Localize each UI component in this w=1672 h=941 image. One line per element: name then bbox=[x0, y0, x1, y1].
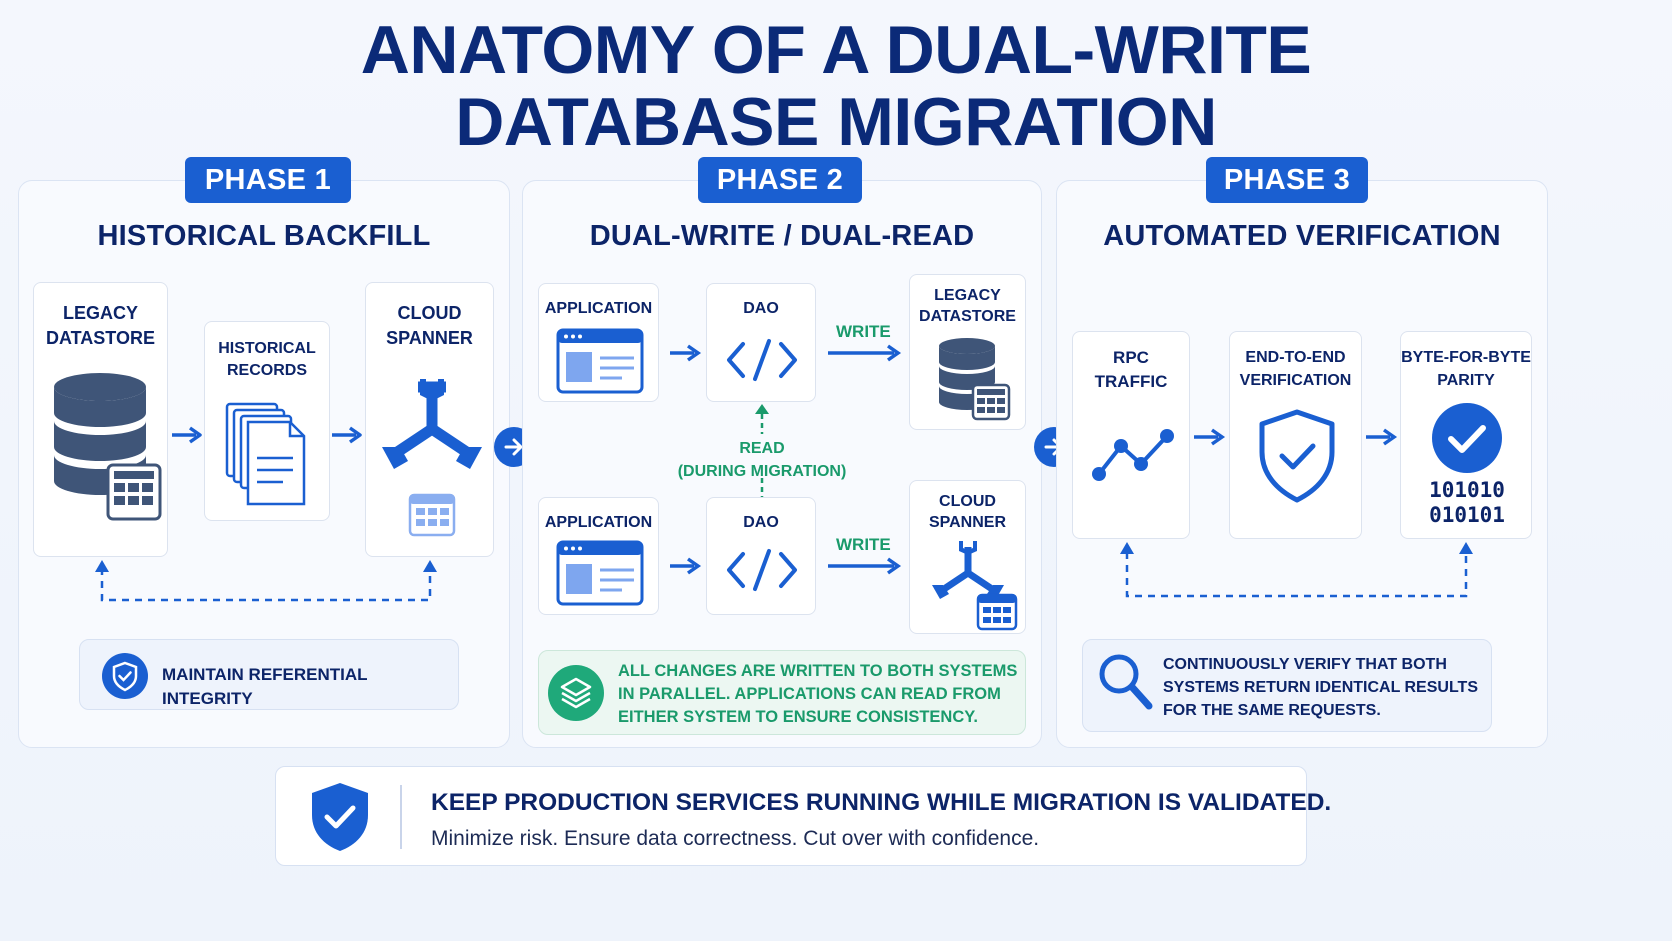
check-circle-icon bbox=[1432, 403, 1502, 473]
phase1-title: HISTORICAL BACKFILL bbox=[97, 220, 431, 252]
arrow-right-icon bbox=[172, 426, 202, 444]
database-icon bbox=[939, 338, 1011, 421]
magnifier-icon bbox=[1099, 654, 1153, 710]
dao-card-bottom: DAO bbox=[706, 497, 816, 615]
verification-note-line2: SYSTEMS RETURN IDENTICAL RESULTS bbox=[1163, 679, 1478, 696]
read-label-line2: (DURING MIGRATION) bbox=[677, 463, 847, 480]
spanner-label-line2: SPANNER bbox=[928, 514, 1007, 531]
application-card-top: APPLICATION bbox=[538, 283, 659, 402]
dual-write-note-line1: ALL CHANGES ARE WRITTEN TO BOTH SYSTEMS bbox=[618, 662, 1018, 680]
spanner-icon bbox=[382, 379, 482, 537]
database-icon bbox=[54, 373, 162, 521]
read-label-line1: READ bbox=[739, 440, 785, 457]
footer-callout: KEEP PRODUCTION SERVICES RUNNING WHILE M… bbox=[275, 766, 1331, 866]
write-label-bottom: WRITE bbox=[836, 535, 891, 554]
arrow-right-icon bbox=[670, 344, 702, 362]
parity-label-line2: PARITY bbox=[1437, 372, 1495, 389]
dao-label: DAO bbox=[743, 300, 779, 317]
dashed-connector bbox=[1120, 542, 1473, 598]
code-icon bbox=[727, 339, 797, 381]
phase3-badge: PHASE 3 bbox=[1206, 157, 1368, 203]
footer-divider bbox=[400, 785, 402, 849]
binary-line2: 010101 bbox=[1429, 503, 1505, 527]
page-title-line1: ANATOMY OF A DUAL-WRITE bbox=[360, 12, 1312, 88]
dual-write-note-line3: EITHER SYSTEM TO ENSURE CONSISTENCY. bbox=[618, 708, 979, 726]
legacy-datastore-label-line2: DATASTORE bbox=[45, 328, 155, 348]
cloud-spanner-card: CLOUD SPANNER bbox=[365, 282, 494, 557]
cloud-spanner-label-line2: SPANNER bbox=[386, 328, 473, 348]
phase2-title: DUAL-WRITE / DUAL-READ bbox=[589, 220, 975, 252]
phase1-badge: PHASE 1 bbox=[185, 157, 351, 203]
e2e-label-line1: END-TO-END bbox=[1245, 349, 1346, 366]
historical-records-label-line1: HISTORICAL bbox=[218, 340, 316, 357]
binary-line1: 101010 bbox=[1429, 478, 1505, 502]
footer-subline: Minimize risk. Ensure data correctness. … bbox=[431, 827, 1040, 850]
documents-icon bbox=[225, 402, 306, 506]
dual-write-note: ALL CHANGES ARE WRITTEN TO BOTH SYSTEMS … bbox=[538, 650, 1026, 735]
arrow-right-icon bbox=[1366, 428, 1398, 446]
phase2-badge: PHASE 2 bbox=[698, 157, 862, 203]
cloud-spanner-label-line1: CLOUD bbox=[397, 303, 462, 323]
byte-parity-card: BYTE-FOR-BYTE PARITY 101010 010101 bbox=[1400, 331, 1532, 539]
page-title: ANATOMY OF A DUAL-WRITE DATABASE MIGRATI… bbox=[0, 14, 1672, 158]
app-window-icon bbox=[556, 540, 644, 606]
read-label: READ (DURING MIGRATION) bbox=[662, 437, 862, 483]
layers-icon bbox=[548, 665, 604, 721]
verification-note: CONTINUOUSLY VERIFY THAT BOTH SYSTEMS RE… bbox=[1082, 639, 1492, 732]
spanner-icon bbox=[932, 541, 1018, 631]
spanner-label-line1: CLOUD bbox=[939, 493, 996, 510]
legacy-datastore-label-line1: LEGACY bbox=[62, 303, 138, 323]
application-label: APPLICATION bbox=[544, 514, 653, 531]
historical-records-label-line2: RECORDS bbox=[226, 362, 307, 379]
legacy-label-line1: LEGACY bbox=[934, 287, 1001, 304]
dashed-connector bbox=[95, 560, 437, 602]
page-title-line2: DATABASE MIGRATION bbox=[455, 84, 1217, 160]
rpc-label-line2: TRAFFIC bbox=[1094, 372, 1168, 391]
verification-note-line3: FOR THE SAME REQUESTS. bbox=[1163, 702, 1381, 719]
dao-card-top: DAO bbox=[706, 283, 816, 402]
line-chart-icon bbox=[1092, 429, 1174, 481]
verification-note-line1: CONTINUOUSLY VERIFY THAT BOTH bbox=[1163, 656, 1447, 673]
rpc-label-line1: RPC bbox=[1113, 348, 1149, 367]
arrow-right-icon bbox=[828, 344, 902, 362]
read-dashed-connector bbox=[755, 404, 769, 498]
referential-integrity-note: MAINTAIN REFERENTIAL INTEGRITY bbox=[79, 639, 459, 710]
application-label: APPLICATION bbox=[544, 300, 653, 317]
app-window-icon bbox=[556, 328, 644, 394]
referential-integrity-text: MAINTAIN REFERENTIAL INTEGRITY bbox=[162, 665, 368, 708]
arrow-right-icon bbox=[332, 426, 362, 444]
legacy-label-line2: DATASTORE bbox=[919, 308, 1016, 325]
dao-label: DAO bbox=[743, 514, 779, 531]
shield-check-icon bbox=[312, 783, 368, 851]
cloud-spanner-card-phase2: CLOUD SPANNER bbox=[909, 480, 1026, 634]
legacy-datastore-card-phase2: LEGACY DATASTORE bbox=[909, 274, 1026, 430]
shield-check-icon bbox=[102, 653, 148, 699]
legacy-datastore-card: LEGACY DATASTORE bbox=[33, 282, 168, 557]
e2e-verification-card: END-TO-END VERIFICATION bbox=[1229, 331, 1362, 539]
arrow-right-icon bbox=[670, 557, 702, 575]
arrow-right-icon bbox=[828, 557, 902, 575]
historical-records-card: HISTORICAL RECORDS bbox=[204, 321, 330, 521]
verification-note-text: CONTINUOUSLY VERIFY THAT BOTH SYSTEMS RE… bbox=[1163, 653, 1478, 722]
footer-headline: KEEP PRODUCTION SERVICES RUNNING WHILE M… bbox=[431, 789, 1332, 816]
dual-write-note-line2: IN PARALLEL. APPLICATIONS CAN READ FROM bbox=[618, 685, 1001, 703]
write-label-top: WRITE bbox=[836, 322, 891, 341]
shield-check-icon bbox=[1259, 409, 1335, 503]
phase3-title: AUTOMATED VERIFICATION bbox=[1103, 220, 1501, 252]
code-icon bbox=[727, 549, 797, 591]
dual-write-note-text: ALL CHANGES ARE WRITTEN TO BOTH SYSTEMS … bbox=[618, 660, 1017, 729]
application-card-bottom: APPLICATION bbox=[538, 497, 659, 615]
rpc-traffic-card: RPC TRAFFIC bbox=[1072, 331, 1190, 539]
e2e-label-line2: VERIFICATION bbox=[1239, 372, 1352, 389]
parity-label-line1: BYTE-FOR-BYTE bbox=[1401, 349, 1531, 366]
arrow-right-icon bbox=[1194, 428, 1226, 446]
